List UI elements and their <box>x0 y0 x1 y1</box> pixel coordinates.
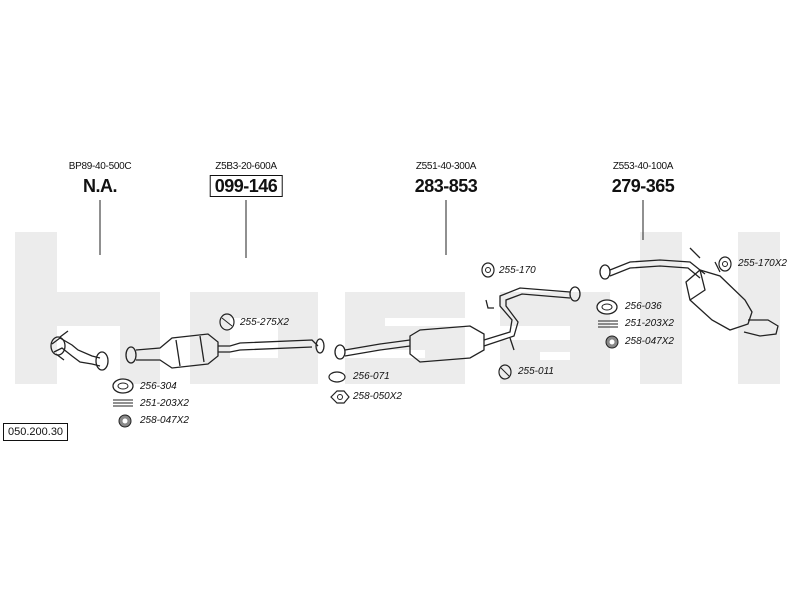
hw-hanger-bottom[interactable]: 255-011 <box>518 366 554 377</box>
oe-number-rear-silencer: Z553-40-100A <box>612 161 674 172</box>
spring-icon <box>598 320 618 328</box>
hw-front-gasket[interactable]: 256-304 <box>140 381 177 392</box>
part-number-rear-silencer[interactable]: 279-365 <box>611 176 675 196</box>
oe-number-front-pipe: BP89-40-500C <box>68 161 132 172</box>
hw-cat-clamp[interactable]: 255-275X2 <box>240 317 289 328</box>
hw-rear-spring[interactable]: 251-203X2 <box>625 318 674 329</box>
hw-front-spring[interactable]: 251-203X2 <box>140 398 189 409</box>
gasket-icon <box>112 378 134 394</box>
front-pipe <box>50 330 109 371</box>
catalytic-converter <box>125 333 325 369</box>
oe-number-mid-silencer: Z551-40-300A <box>415 161 477 172</box>
nut-icon <box>330 390 350 404</box>
hanger-icon <box>718 256 732 272</box>
hw-rear-hanger[interactable]: 255-170X2 <box>738 258 787 269</box>
hardware-icons <box>112 256 732 428</box>
hanger-icon <box>498 364 512 380</box>
leader-lines <box>99 200 644 258</box>
hanger-icon <box>481 262 495 278</box>
spring-icon <box>113 399 133 407</box>
part-number-catalyst[interactable]: 099-146 <box>209 175 283 197</box>
gasket-icon <box>328 371 346 383</box>
hw-rear-gasket[interactable]: 256-036 <box>625 301 662 312</box>
hw-rear-nut[interactable]: 258-047X2 <box>625 336 674 347</box>
hw-hanger-top[interactable]: 255-170 <box>499 265 536 276</box>
brand-watermark <box>15 232 780 384</box>
part-number-mid-silencer[interactable]: 283-853 <box>414 176 478 196</box>
part-number-front-pipe[interactable]: N.A. <box>83 176 118 196</box>
reference-number: 050.200.30 <box>3 423 69 441</box>
gasket-icon <box>596 299 618 315</box>
hw-mid-nut[interactable]: 258-050X2 <box>353 391 402 402</box>
rear-silencer <box>599 247 779 337</box>
hw-front-nut[interactable]: 258-047X2 <box>140 415 189 426</box>
hw-mid-gasket[interactable]: 256-071 <box>353 371 390 382</box>
clamp-icon <box>219 313 235 331</box>
oe-number-catalyst: Z5B3-20-600A <box>215 161 277 172</box>
mid-silencer <box>334 286 581 363</box>
